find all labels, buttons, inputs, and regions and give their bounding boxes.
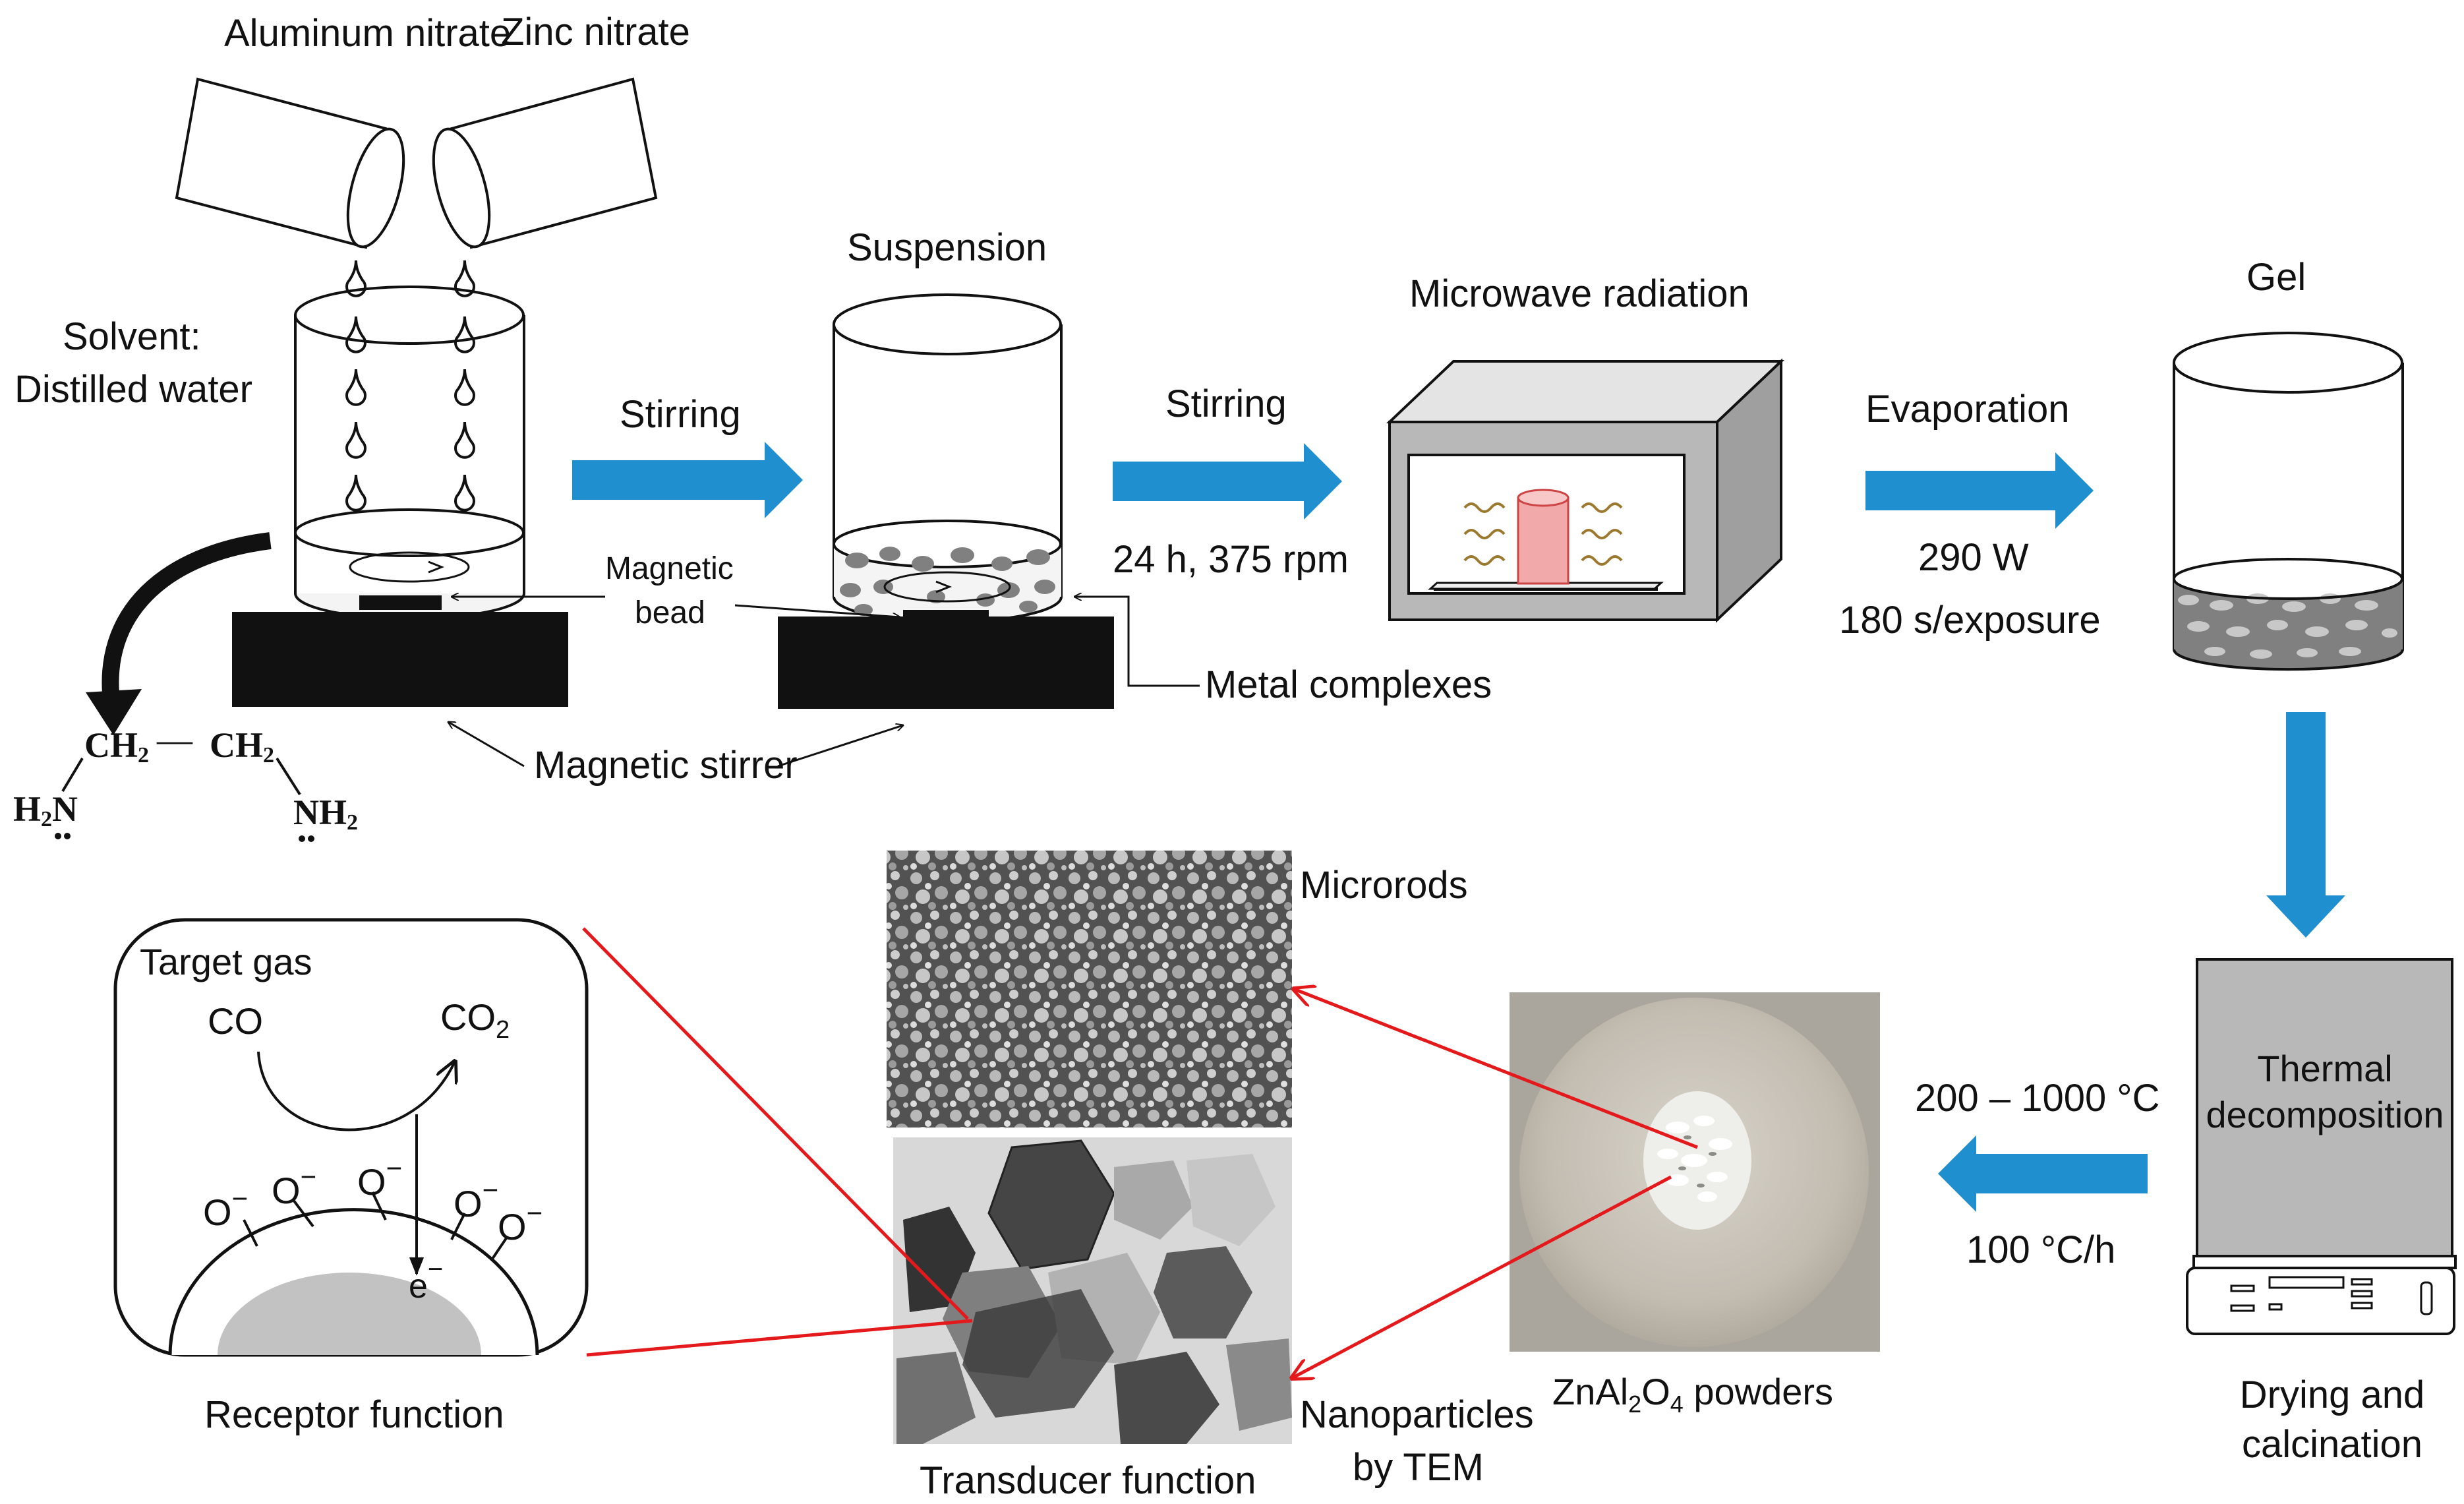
oxygen-ion-5: O− xyxy=(498,1197,543,1248)
power-label: 290 W xyxy=(1918,536,2029,579)
ethylenediamine-molecule: CH2 — CH2 H2N NH2 xyxy=(13,720,358,842)
curved-arrow xyxy=(102,532,272,707)
zoom-line-top xyxy=(582,927,969,1320)
microrods-label: Microrods xyxy=(1300,864,1468,907)
magnetic-stirrer-pointer-1 xyxy=(448,722,525,767)
h2n-label: H2N xyxy=(13,789,78,831)
nanoparticles-label-line1: Nanoparticles xyxy=(1300,1393,1534,1436)
oxygen-ion-3: O− xyxy=(357,1153,402,1203)
surface-oxygen-species: O− O− O− O− O− xyxy=(203,1153,543,1248)
thermal-label-line1: Thermal xyxy=(2257,1048,2392,1089)
oxygen-ion-1: O− xyxy=(203,1183,248,1233)
heating-rate-label: 100 °C/h xyxy=(1966,1228,2115,1271)
magnetic-bead-label-line1: Magnetic xyxy=(605,551,734,586)
evaporation-label: Evaporation xyxy=(1865,388,2070,431)
nanoparticles-label-line2: by TEM xyxy=(1353,1446,1484,1489)
bond-line: — xyxy=(156,720,193,760)
pointer-to-microrods xyxy=(1294,989,1698,1149)
co2-label: CO2 xyxy=(440,996,510,1044)
magnetic-stirrer-2 xyxy=(778,617,1114,709)
suspension-beaker xyxy=(833,293,1063,624)
aluminum-nitrate-tube xyxy=(175,77,405,249)
magnetic-bead-label-line2: bead xyxy=(635,595,705,630)
magnetic-stirrer-label: Magnetic stirrer xyxy=(534,744,798,787)
powders-label: ZnAl2O4 powders xyxy=(1552,1371,1833,1418)
exposure-label: 180 s/exposure xyxy=(1839,599,2101,642)
reagent-drops xyxy=(345,260,475,512)
furnace xyxy=(2186,958,2457,1335)
target-gas-label: Target gas xyxy=(140,941,312,982)
gel-beaker xyxy=(2173,332,2404,671)
solvent-beaker xyxy=(294,286,525,620)
co-label: CO xyxy=(208,1000,263,1042)
drying-label-line2: calcination xyxy=(2242,1423,2422,1466)
stirring-1-label: Stirring xyxy=(620,393,741,436)
magnetic-stirrer-1 xyxy=(232,612,568,707)
process-arrow-evaporation xyxy=(1865,452,2094,529)
tem-image-nanoparticles xyxy=(893,1137,1292,1444)
suspension-label: Suspension xyxy=(847,226,1047,269)
transducer-function-label: Transducer function xyxy=(920,1459,1256,1502)
metal-complexes-pointer xyxy=(1074,597,1200,687)
gel-label: Gel xyxy=(2246,256,2306,299)
curved-arrow-head xyxy=(86,689,142,735)
oxygen-ion-4: O− xyxy=(454,1174,498,1224)
electron-label: e− xyxy=(409,1255,443,1306)
stirring-conditions-label: 24 h, 375 rpm xyxy=(1113,538,1349,581)
powder-photo xyxy=(1510,992,1880,1352)
magnetic-bead-pointer-2 xyxy=(734,604,900,617)
receptor-function-box xyxy=(113,918,589,1357)
oxygen-ion-2: O− xyxy=(272,1161,316,1211)
nh2-label: NH2 xyxy=(293,793,358,835)
process-arrow-left xyxy=(1938,1135,2148,1212)
magnetic-stirrer-pointer-2 xyxy=(777,725,903,767)
process-arrow-stirring-2 xyxy=(1113,443,1342,520)
temperature-range-label: 200 – 1000 °C xyxy=(1915,1077,2159,1120)
stirring-2-label: Stirring xyxy=(1165,382,1287,425)
microwave-oven xyxy=(1386,358,1785,623)
zinc-nitrate-tube xyxy=(432,77,658,249)
receptor-function-label: Receptor function xyxy=(204,1393,504,1436)
solvent-label-line1: Solvent: xyxy=(63,315,201,358)
ch2-left-label: CH2 xyxy=(84,725,149,767)
aluminum-nitrate-label: Aluminum nitrate xyxy=(224,12,511,55)
zoom-line-bottom xyxy=(586,1319,973,1357)
pointer-to-nanoparticles xyxy=(1292,1175,1672,1378)
microwave-radiation-label: Microwave radiation xyxy=(1409,272,1749,315)
solvent-label-line2: Distilled water xyxy=(15,368,252,411)
thermal-label-line2: decomposition xyxy=(2206,1094,2444,1135)
drying-label-line1: Drying and xyxy=(2240,1373,2424,1416)
process-arrow-down xyxy=(2266,712,2345,938)
zinc-nitrate-label: Zinc nitrate xyxy=(501,11,690,53)
sem-image-microrods xyxy=(887,851,1292,1128)
ch2-right-label: CH2 xyxy=(210,725,274,767)
metal-complexes-label: Metal complexes xyxy=(1205,663,1492,706)
process-arrow-stirring-1 xyxy=(572,442,803,518)
